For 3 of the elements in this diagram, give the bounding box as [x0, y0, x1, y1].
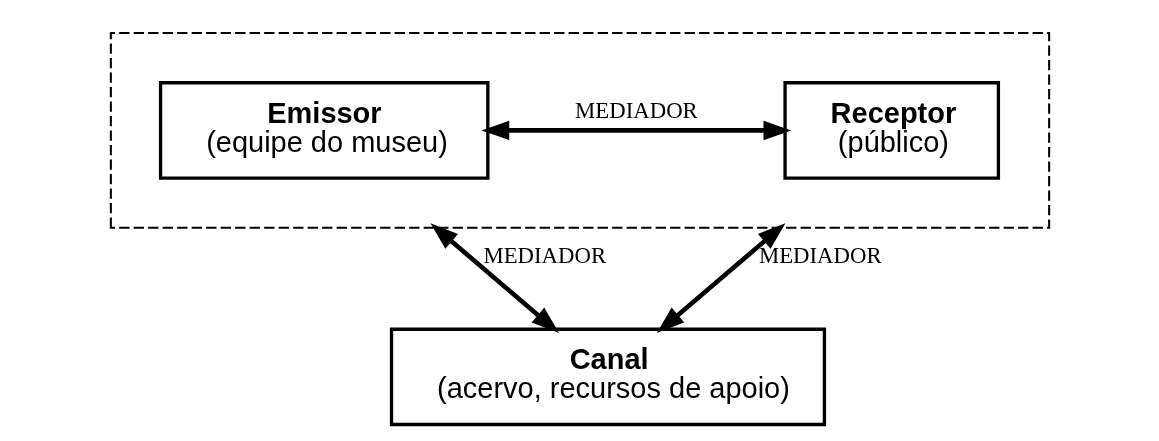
- edge-label: MEDIADOR: [482, 242, 606, 268]
- edge-label: MEDIADOR: [574, 97, 698, 123]
- edge-label: MEDIADOR: [758, 242, 882, 268]
